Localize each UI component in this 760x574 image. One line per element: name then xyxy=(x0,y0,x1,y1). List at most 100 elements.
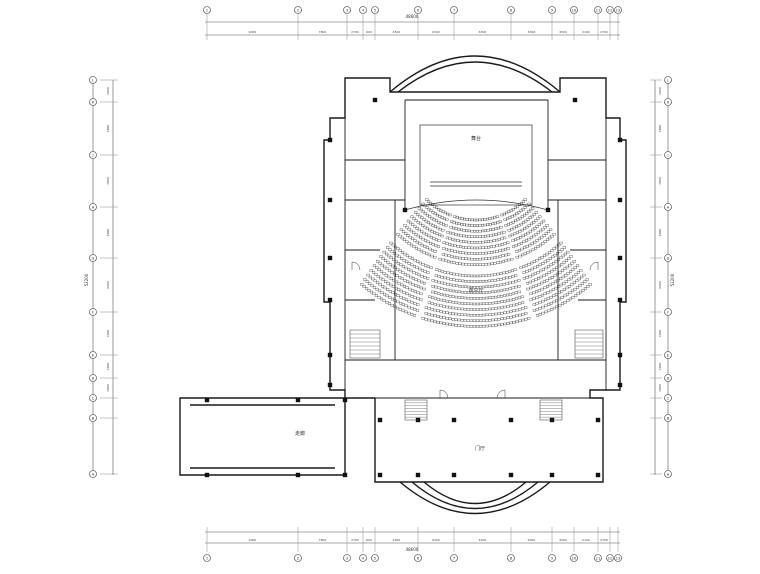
seat xyxy=(522,277,526,280)
seat xyxy=(555,266,559,269)
seat xyxy=(451,289,456,293)
top-axis-bubble xyxy=(507,6,515,14)
seat xyxy=(555,305,559,308)
left-dim-value: 7800 xyxy=(106,384,110,392)
seat xyxy=(407,242,411,245)
seat xyxy=(390,297,395,301)
seat xyxy=(522,240,526,244)
left-axis-label: L xyxy=(92,78,94,82)
seat xyxy=(453,250,457,253)
column xyxy=(451,417,457,423)
seat xyxy=(527,269,532,272)
seat xyxy=(550,234,554,238)
seat xyxy=(396,268,400,271)
seat xyxy=(426,265,430,268)
seat xyxy=(502,294,507,297)
seat xyxy=(442,241,446,244)
seat xyxy=(452,272,456,276)
seat xyxy=(418,267,422,271)
bottom-axis-bubble xyxy=(606,554,614,562)
seat xyxy=(463,324,467,328)
seat xyxy=(415,272,419,275)
seat xyxy=(500,237,504,240)
seat xyxy=(517,211,521,214)
bottom-axis-bubble xyxy=(594,554,602,562)
top-dim-value: 2700 xyxy=(351,30,359,34)
seat xyxy=(430,230,434,233)
seat xyxy=(524,239,529,242)
seat xyxy=(410,301,414,304)
seat xyxy=(543,286,547,289)
seat xyxy=(423,212,427,215)
left-axis-label: K xyxy=(92,100,95,104)
seat xyxy=(437,275,441,278)
top-axis-label: 6 xyxy=(417,9,419,13)
seat xyxy=(545,285,550,288)
seat xyxy=(537,277,541,280)
left-axis-bubble xyxy=(89,76,97,84)
bottom-axis-bubble xyxy=(450,554,458,562)
seat xyxy=(563,252,568,256)
seat xyxy=(524,306,528,309)
seat xyxy=(555,252,560,255)
seat xyxy=(499,283,503,287)
seat xyxy=(493,279,497,282)
seat xyxy=(535,259,539,262)
left-axis-label: G xyxy=(92,256,95,260)
seat xyxy=(388,296,392,299)
seat xyxy=(484,257,488,260)
seat xyxy=(518,254,522,258)
seat xyxy=(505,271,509,274)
seat xyxy=(424,264,428,267)
seat xyxy=(538,307,542,310)
seat xyxy=(483,229,487,232)
seat xyxy=(581,289,585,292)
seat xyxy=(457,296,461,299)
seat xyxy=(515,212,519,215)
seat xyxy=(544,232,548,235)
seat xyxy=(549,302,553,305)
seat xyxy=(378,283,382,286)
seat xyxy=(442,310,446,314)
top-axis-label: 13 xyxy=(616,9,620,13)
seat xyxy=(525,276,529,279)
seat xyxy=(396,232,400,236)
seat xyxy=(364,287,369,290)
seat xyxy=(439,293,444,296)
seat xyxy=(527,224,531,227)
seat xyxy=(552,268,556,271)
seat xyxy=(395,253,399,257)
seat xyxy=(487,257,491,260)
seat xyxy=(421,263,425,266)
seat xyxy=(511,245,516,248)
seat xyxy=(494,301,498,304)
seat xyxy=(401,230,406,233)
seat xyxy=(421,317,425,320)
seat xyxy=(430,313,434,317)
seat xyxy=(392,272,397,276)
seat xyxy=(478,280,483,283)
dim-total-top: 48600 xyxy=(406,14,419,19)
bottom-axis-label: 6 xyxy=(417,557,419,561)
seat xyxy=(411,223,415,226)
seat xyxy=(428,228,432,232)
bottom-axis-bubble xyxy=(548,554,556,562)
seat xyxy=(470,246,474,250)
seat xyxy=(486,234,490,238)
seat xyxy=(432,218,436,221)
seat xyxy=(557,285,561,288)
seat xyxy=(528,274,532,278)
seat xyxy=(412,231,416,234)
seat xyxy=(481,257,485,261)
column xyxy=(617,382,623,388)
seat xyxy=(514,291,518,294)
seat xyxy=(534,233,538,236)
seat xyxy=(440,287,444,290)
right-dim-value: 3900 xyxy=(658,87,662,95)
seat xyxy=(378,261,382,265)
seat xyxy=(557,291,561,294)
seat xyxy=(506,305,510,308)
seat xyxy=(397,255,401,259)
seat xyxy=(570,261,574,265)
seat xyxy=(458,279,462,282)
